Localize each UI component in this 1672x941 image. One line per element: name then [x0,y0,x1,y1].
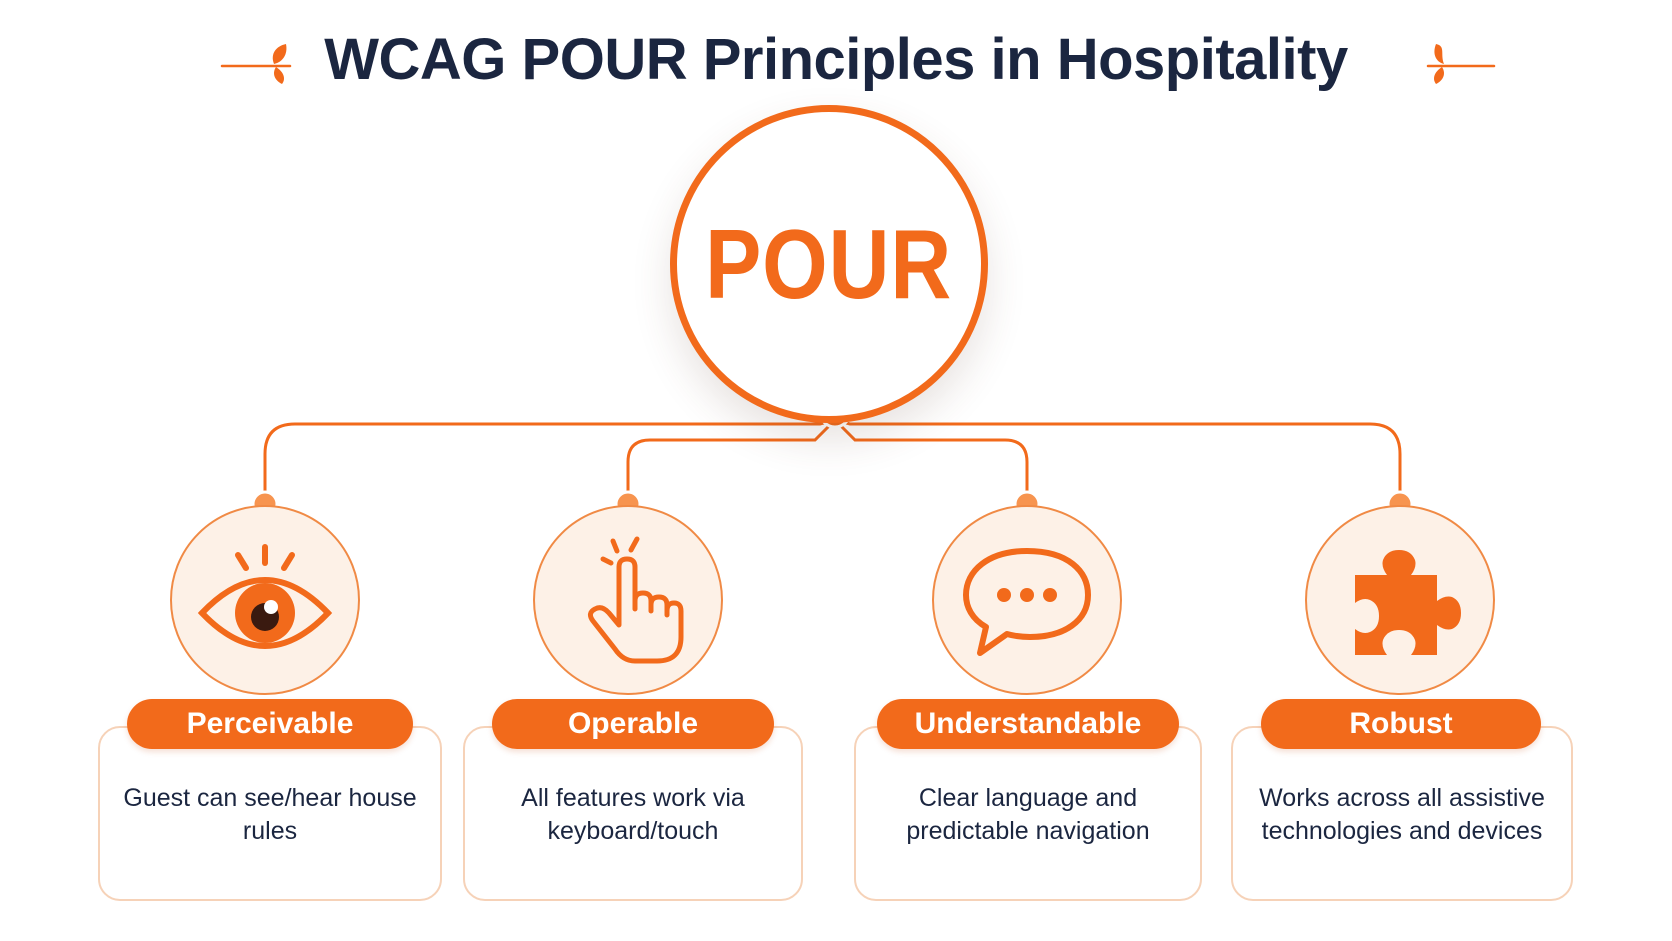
pour-hub-circle: POUR [670,105,988,423]
hub-label: POUR [705,209,953,319]
connector-understandable [833,418,1029,505]
robust-description: Works across all assistive technologies … [1259,784,1545,845]
operable-label: Operable [492,699,774,749]
robust-card: Works across all assistive technologies … [1231,726,1573,901]
connector-operable [626,418,837,505]
robust-icon-circle [1305,505,1495,695]
pointing-hand-icon [587,536,684,664]
perceivable-description: Guest can see/hear house rules [123,784,417,845]
right-leaf-ornament [1426,44,1496,84]
perceivable-card: Guest can see/hear house rules [98,726,442,901]
speech-bubble-icon [963,548,1091,656]
perceivable-label: Perceivable [127,699,413,749]
operable-description: All features work via keyboard/touch [521,784,745,845]
connector-robust [833,418,1402,505]
puzzle-piece-icon [1355,550,1461,655]
perceivable-icon-circle [170,505,360,695]
operable-icon-circle [533,505,723,695]
connector-perceivable [263,418,837,505]
operable-card: All features work via keyboard/touch [463,726,803,901]
eye-icon [197,544,333,649]
robust-label: Robust [1261,699,1541,749]
understandable-label: Understandable [877,699,1179,749]
understandable-icon-circle [932,505,1122,695]
understandable-description: Clear language and predictable navigatio… [906,784,1150,845]
understandable-card: Clear language and predictable navigatio… [854,726,1202,901]
page-title: WCAG POUR Principles in Hospitality [324,27,1348,92]
left-leaf-ornament [220,44,292,84]
